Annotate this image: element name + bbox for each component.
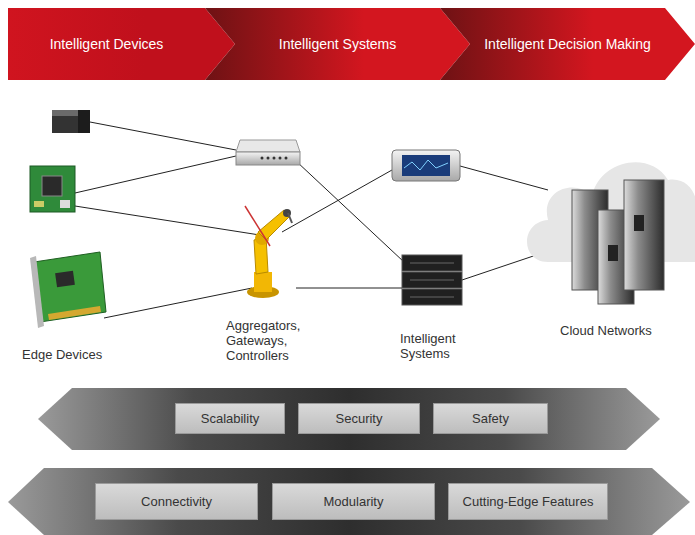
feature-box: Modularity bbox=[272, 483, 435, 520]
group-label: Edge Devices bbox=[22, 347, 142, 362]
drive-bay bbox=[608, 245, 618, 261]
stage-chevron: Intelligent Systems bbox=[205, 8, 470, 80]
box-body bbox=[52, 110, 90, 133]
wire bbox=[296, 288, 402, 289]
tower-server bbox=[624, 180, 664, 290]
wire bbox=[75, 156, 236, 193]
device-frame bbox=[392, 150, 460, 181]
wire bbox=[282, 170, 392, 232]
chip bbox=[42, 176, 62, 196]
stage-label: Intelligent Decision Making bbox=[484, 36, 651, 52]
feature-box: Connectivity bbox=[95, 483, 258, 520]
circuit-board-icon bbox=[30, 166, 75, 212]
chip bbox=[55, 271, 75, 287]
group-label: Cloud Networks bbox=[560, 323, 680, 338]
pci-card-icon bbox=[30, 252, 106, 328]
gold-fingers bbox=[48, 306, 101, 320]
stage-label: Intelligent Systems bbox=[279, 36, 397, 52]
wires bbox=[75, 122, 575, 318]
wire bbox=[104, 288, 252, 318]
feature-box: Cutting-Edge Features bbox=[448, 483, 608, 520]
component bbox=[34, 201, 44, 207]
led bbox=[267, 157, 270, 160]
robot-cable bbox=[245, 206, 270, 246]
feature-box: Safety bbox=[433, 403, 548, 434]
wire bbox=[75, 206, 266, 236]
group-label: Intelligent Systems bbox=[400, 331, 478, 361]
feature-band bbox=[38, 388, 660, 450]
feature-label: Connectivity bbox=[141, 494, 212, 509]
router-top bbox=[236, 140, 300, 152]
feature-band bbox=[8, 468, 690, 535]
cloud-servers-icon bbox=[572, 180, 664, 304]
server-rack-icon bbox=[402, 255, 462, 305]
chevron-fill bbox=[440, 8, 695, 80]
stage-chevron: Intelligent Decision Making bbox=[440, 8, 695, 80]
stage-label: Intelligent Devices bbox=[50, 36, 164, 52]
board bbox=[30, 166, 75, 212]
feature-label: Security bbox=[336, 411, 383, 426]
wire bbox=[90, 122, 236, 150]
wire bbox=[460, 166, 548, 190]
robot-tool bbox=[288, 213, 292, 223]
server-unit bbox=[402, 272, 462, 288]
bracket bbox=[30, 256, 44, 328]
server-unit bbox=[402, 289, 462, 305]
component bbox=[60, 200, 70, 208]
router-icon bbox=[236, 140, 300, 165]
device-screen bbox=[402, 155, 450, 176]
feature-label: Modularity bbox=[324, 494, 384, 509]
drive-bay bbox=[634, 215, 644, 231]
feature-box: Security bbox=[298, 403, 420, 434]
feature-label: Cutting-Edge Features bbox=[463, 494, 594, 509]
server-vents bbox=[410, 263, 454, 297]
group-label: Aggregators, Gateways, Controllers bbox=[226, 318, 316, 363]
router-front bbox=[236, 152, 300, 165]
robot-arm-icon bbox=[245, 206, 292, 298]
wire bbox=[296, 161, 404, 262]
card bbox=[34, 252, 106, 322]
led bbox=[261, 157, 264, 160]
server-unit bbox=[402, 255, 462, 271]
robot-body bbox=[254, 272, 272, 292]
feature-label: Scalability bbox=[201, 411, 260, 426]
chevron-fill bbox=[8, 8, 235, 80]
feature-label: Safety bbox=[472, 411, 509, 426]
media-device-icon bbox=[392, 150, 460, 181]
feature-box: Scalability bbox=[175, 403, 285, 434]
screen-wave bbox=[404, 160, 448, 170]
storage-box-icon bbox=[52, 110, 90, 133]
chevron-fill bbox=[205, 8, 470, 80]
led bbox=[279, 157, 282, 160]
stage-chevron: Intelligent Devices bbox=[8, 8, 235, 80]
box-side bbox=[78, 110, 90, 133]
led bbox=[285, 157, 288, 160]
led bbox=[273, 157, 276, 160]
